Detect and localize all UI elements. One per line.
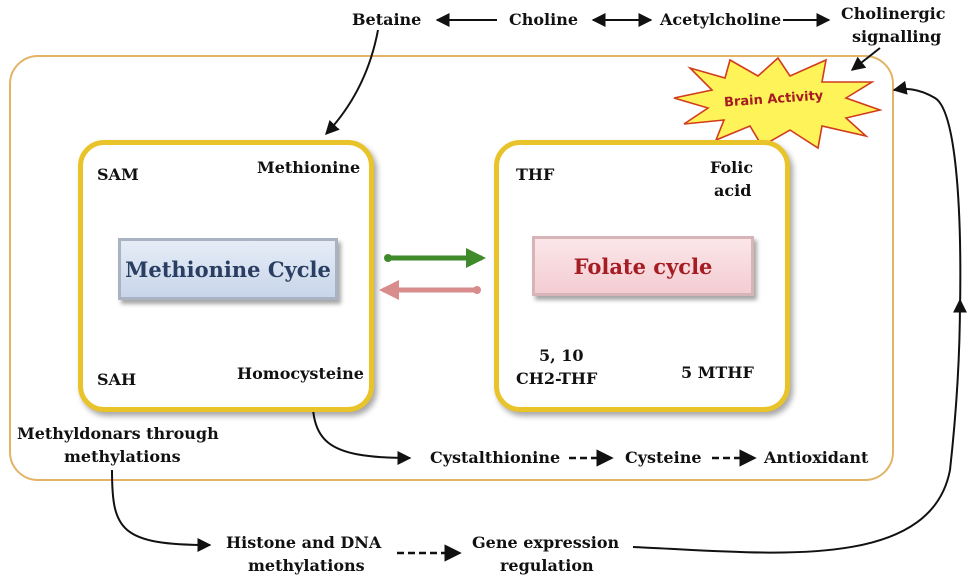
acid-label-text: acid bbox=[714, 181, 752, 200]
arrow-cholinergic-brain bbox=[850, 47, 881, 71]
outer-frame bbox=[9, 55, 894, 481]
regulation-label: regulation bbox=[500, 556, 594, 575]
betaine-label: Betaine bbox=[352, 10, 422, 29]
acetylcholine-label: Acetylcholine bbox=[660, 10, 782, 29]
methionine-label: Methionine bbox=[257, 158, 361, 177]
folate-cycle-title: Folate cycle bbox=[573, 253, 713, 279]
signalling-label: signalling bbox=[852, 27, 942, 46]
homocysteine-label: Homocysteine bbox=[237, 364, 364, 383]
gene-expression-label: Gene expression bbox=[472, 533, 620, 552]
cystalthionine-label: Cystalthionine bbox=[430, 448, 561, 467]
arrow-betaine-methionine bbox=[325, 29, 379, 136]
choline-label: Choline bbox=[509, 10, 579, 29]
pink-arrow-tail bbox=[473, 286, 481, 294]
ch2-thf-number-label: 5, 10 bbox=[539, 346, 584, 365]
cysteine-label: Cysteine bbox=[625, 448, 702, 467]
ch2-thf-label: CH2-THF bbox=[516, 369, 598, 388]
mthf-label: 5 MTHF bbox=[681, 363, 754, 382]
arrow-brain-return bbox=[892, 80, 962, 311]
sah-label: SAH bbox=[97, 370, 137, 389]
brain-activity-burst bbox=[673, 56, 883, 150]
methionine-cycle-title: Methionine Cycle bbox=[125, 256, 331, 282]
cholinergic-label: Cholinergic bbox=[841, 4, 946, 23]
histone-label: Histone and DNA bbox=[226, 533, 382, 552]
histone-methylations-label: methylations bbox=[248, 556, 365, 575]
folate-cycle-box: Folate cycle bbox=[532, 236, 754, 296]
methyldonars-label: Methyldonars through bbox=[17, 424, 219, 443]
folic-label: Folic bbox=[710, 158, 754, 177]
methionine-cycle-box: Methionine Cycle bbox=[118, 238, 338, 300]
thf-label: THF bbox=[516, 165, 555, 184]
sam-label: SAM bbox=[97, 165, 139, 184]
methylations-label: methylations bbox=[64, 447, 181, 466]
arrow-methyldonars-histone bbox=[111, 469, 212, 552]
antioxidant-label: Antioxidant bbox=[764, 448, 869, 467]
arrow-gene-brain bbox=[632, 298, 967, 554]
green-arrow-tail bbox=[384, 254, 392, 262]
